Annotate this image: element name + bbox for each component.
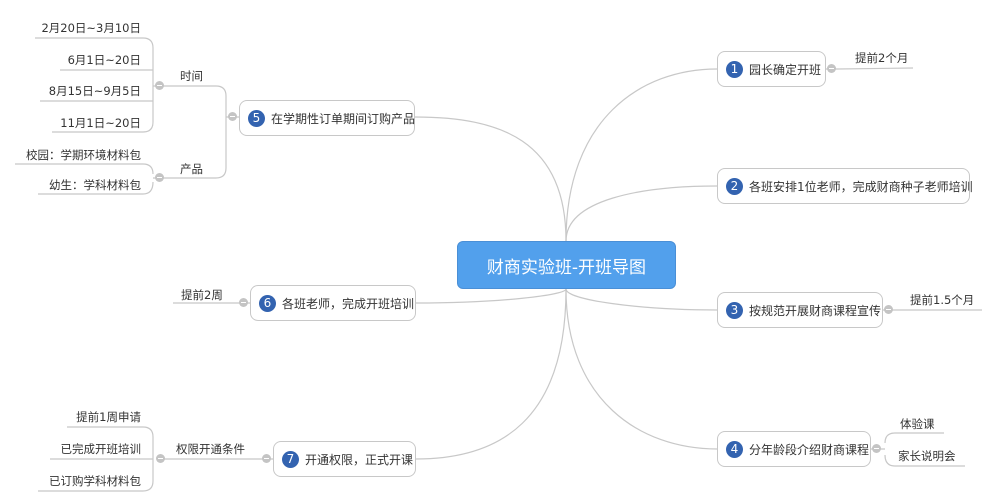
number-badge-1-icon: 1 <box>726 60 743 78</box>
collapse-toggle-icon[interactable] <box>262 454 271 463</box>
number-badge-7-icon: 7 <box>282 450 299 468</box>
branch-label: 在学期性订单期间订购产品 <box>271 111 416 126</box>
collapse-toggle-icon[interactable] <box>827 64 836 73</box>
branch-6[interactable]: 6 各班老师，完成开班培训 <box>250 285 416 321</box>
branch-2[interactable]: 2 各班安排1位老师，完成财商种子老师培训 <box>717 168 973 204</box>
branch-7[interactable]: 7 开通权限，正式开课 <box>273 441 416 477</box>
sub-topic-permission-conditions[interactable]: 权限开通条件 <box>176 442 245 456</box>
central-topic[interactable]: 财商实验班-开班导图 <box>457 241 676 289</box>
branch-5[interactable]: 5 在学期性订单期间订购产品 <box>239 100 415 136</box>
branch-4[interactable]: 4 分年龄段介绍财商课程 <box>717 431 871 467</box>
leaf-node[interactable]: 11月1日~20日 <box>60 116 141 130</box>
branch-3[interactable]: 3 按规范开展财商课程宣传 <box>717 292 883 328</box>
number-badge-4-icon: 4 <box>726 440 743 458</box>
sub-topic-product[interactable]: 产品 <box>180 162 203 176</box>
leaf-node[interactable]: 提前2周 <box>181 288 223 302</box>
central-topic-label: 财商实验班-开班导图 <box>486 257 647 278</box>
leaf-node[interactable]: 提前1周申请 <box>76 410 141 424</box>
leaf-node[interactable]: 6月1日~20日 <box>67 53 141 67</box>
leaf-node[interactable]: 已订购学科材料包 <box>49 474 141 488</box>
sub-topic-time[interactable]: 时间 <box>180 69 203 83</box>
number-badge-5-icon: 5 <box>248 109 265 127</box>
collapse-toggle-icon[interactable] <box>239 298 248 307</box>
collapse-toggle-icon[interactable] <box>156 454 165 463</box>
leaf-node[interactable]: 2月20日~3月10日 <box>41 21 141 35</box>
collapse-toggle-icon[interactable] <box>228 112 237 121</box>
leaf-node[interactable]: 已完成开班培训 <box>60 442 142 456</box>
number-badge-2-icon: 2 <box>726 177 743 195</box>
leaf-node[interactable]: 体验课 <box>900 417 935 431</box>
branch-label: 按规范开展财商课程宣传 <box>749 303 882 318</box>
branch-1[interactable]: 1 园长确定开班 <box>717 51 826 87</box>
leaf-node[interactable]: 家长说明会 <box>898 449 956 463</box>
branch-label: 开通权限，正式开课 <box>305 452 414 467</box>
collapse-toggle-icon[interactable] <box>872 444 881 453</box>
collapse-toggle-icon[interactable] <box>155 173 164 182</box>
leaf-node[interactable]: 提前1.5个月 <box>910 293 975 307</box>
number-badge-6-icon: 6 <box>259 294 276 312</box>
leaf-node[interactable]: 提前2个月 <box>855 51 909 65</box>
leaf-node[interactable]: 8月15日~9月5日 <box>48 84 141 98</box>
branch-label: 分年龄段介绍财商课程 <box>749 442 870 457</box>
number-badge-3-icon: 3 <box>726 301 743 319</box>
collapse-toggle-icon[interactable] <box>884 305 893 314</box>
branch-label: 园长确定开班 <box>749 62 822 77</box>
branch-label: 各班老师，完成开班培训 <box>282 296 415 311</box>
leaf-node[interactable]: 幼生：学科材料包 <box>49 178 141 192</box>
collapse-toggle-icon[interactable] <box>155 81 164 90</box>
leaf-node[interactable]: 校园：学期环境材料包 <box>26 148 141 162</box>
branch-label: 各班安排1位老师，完成财商种子老师培训 <box>749 179 973 194</box>
